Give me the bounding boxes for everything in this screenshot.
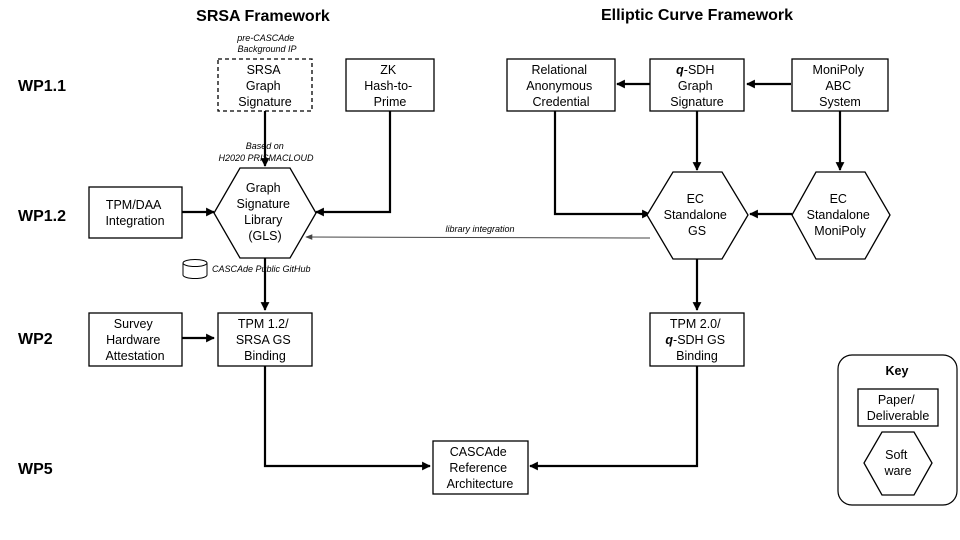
edge-library-integration bbox=[305, 234, 651, 240]
library-integration-label: library integration bbox=[445, 224, 514, 234]
edge-tpm12-to-cascade bbox=[263, 366, 431, 471]
key-legend: Key Paper/ Deliverable Soft ware bbox=[837, 354, 958, 506]
pre-cascade-note: pre-CASCAde Background IP bbox=[236, 33, 297, 54]
svg-text:Relational Anonymous: Relational Anonymous Credential bbox=[526, 63, 596, 109]
svg-text:SRSA Graph Signatu: SRSA Graph Signature bbox=[238, 63, 292, 109]
based-on-note: Based on H2020 PRISMACLOUD bbox=[218, 141, 314, 163]
edge-relational-to-ecgs bbox=[553, 111, 651, 219]
node-tpm12-srsa-gs-binding: TPM 1.2/ SRSA GS Binding bbox=[217, 312, 313, 367]
svg-text:EC Standalone Moni: EC Standalone MoniPoly bbox=[807, 192, 874, 238]
node-zk-hash-to-prime: ZK Hash-to- Prime bbox=[345, 58, 435, 112]
github-label: CASCAde Public GitHub bbox=[212, 264, 311, 274]
node-monipoly-abc-system: MoniPoly ABC System bbox=[791, 58, 889, 112]
edge-tpm20-to-cascade bbox=[529, 366, 699, 471]
svg-text:TPM 2.0/ q-SDH GS: TPM 2.0/ q-SDH GS Binding bbox=[665, 317, 728, 363]
node-survey-hardware-attestation: Survey Hardware Attestation bbox=[88, 312, 183, 367]
node-qsdh-graph-signature: q-SDH Graph Signature bbox=[649, 58, 745, 112]
key-software-hexagon bbox=[863, 431, 933, 496]
svg-text:q-SDH Graph Signat: q-SDH Graph Signature bbox=[670, 63, 724, 109]
svg-text:MoniPoly ABC Syste: MoniPoly ABC System bbox=[813, 63, 868, 109]
svg-text:Graph Signature Li: Graph Signature Library (GLS) bbox=[237, 181, 294, 243]
wp11-label: WP1.1 bbox=[18, 78, 66, 95]
svg-text:CASCAde Reference: CASCAde Reference Architecture bbox=[447, 445, 514, 491]
key-paper-label: Paper/ Deliverable bbox=[867, 393, 930, 423]
svg-text:Survey Hardware At: Survey Hardware Attestation bbox=[105, 317, 164, 363]
wp12-label: WP1.2 bbox=[18, 208, 66, 225]
ec-framework-header: Elliptic Curve Framework bbox=[601, 7, 793, 24]
key-title: Key bbox=[886, 364, 909, 378]
github-database-icon bbox=[182, 259, 208, 279]
node-graph-signature-library: Graph Signature Library (GLS) bbox=[213, 167, 317, 259]
srsa-framework-header: SRSA Framework bbox=[196, 8, 330, 25]
wp5-label: WP5 bbox=[18, 461, 53, 478]
node-cascade-reference-architecture: CASCAde Reference Architecture bbox=[432, 440, 529, 495]
svg-text:EC Standalone GS: EC Standalone GS bbox=[664, 192, 731, 238]
node-tpm20-qsdh-gs-binding: TPM 2.0/ q-SDH GS Binding bbox=[649, 312, 745, 367]
svg-text:ZK Hash-to- Prime: ZK Hash-to- Prime bbox=[364, 63, 415, 109]
svg-text:TPM 1.2/ SRSA GS B: TPM 1.2/ SRSA GS Binding bbox=[236, 317, 294, 363]
node-ec-standalone-gs: EC Standalone GS bbox=[646, 171, 749, 260]
wp2-label: WP2 bbox=[18, 331, 53, 348]
node-relational-anonymous-credential: Relational Anonymous Credential bbox=[506, 58, 616, 112]
key-paper-box bbox=[857, 388, 939, 427]
edge-zk-to-gls bbox=[315, 111, 392, 217]
node-srsa-graph-signature: SRSA Graph Signature bbox=[217, 58, 313, 112]
node-ec-standalone-monipoly: EC Standalone MoniPoly bbox=[791, 171, 891, 260]
svg-text:TPM/DAA Integration: TPM/DAA Integration bbox=[105, 198, 164, 228]
key-software-label: Soft ware bbox=[883, 448, 911, 478]
node-tpm-daa-integration: TPM/DAA Integration bbox=[88, 186, 183, 239]
